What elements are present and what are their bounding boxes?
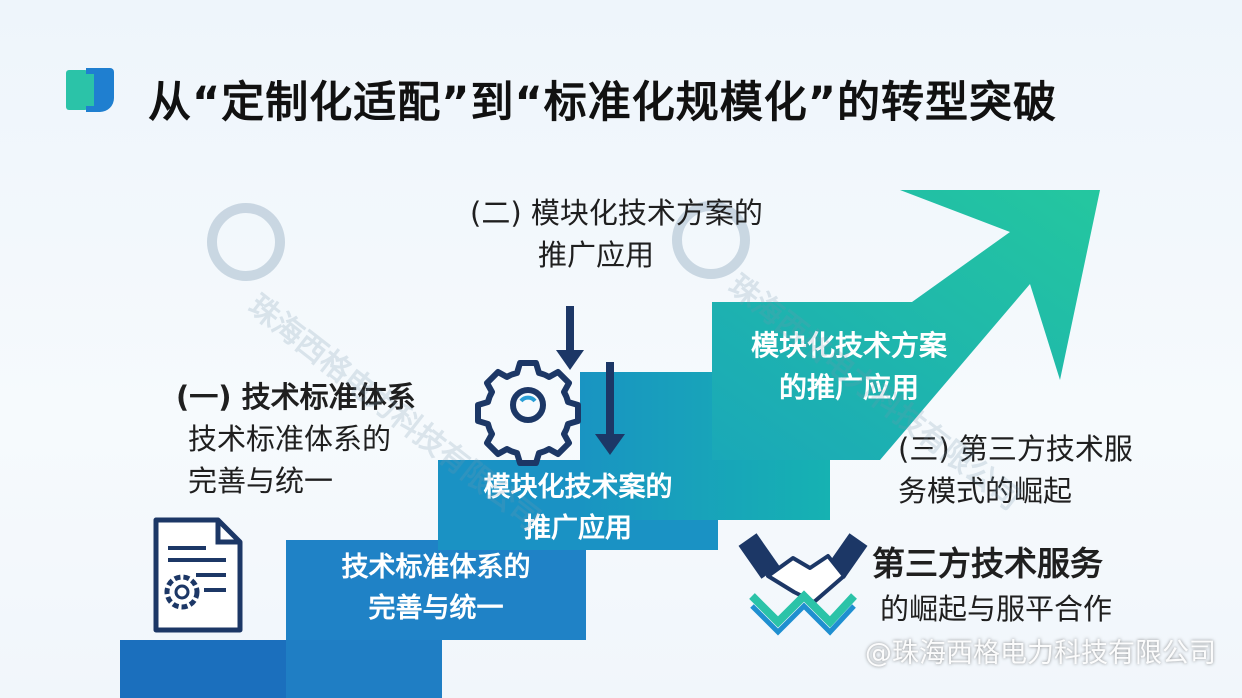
bottom-watermark: @珠海西格电力科技有限公司 [865, 638, 1216, 669]
page-title: 从“定制化适配”到“标准化规模化”的转型突破 [148, 78, 1058, 128]
caption-three-line2: 务模式的崛起 [898, 474, 1073, 509]
caption-four-line2: 的崛起与服平合作 [880, 591, 1113, 626]
caption-three: (三) 第三方技术服 务模式的崛起 [898, 428, 1133, 512]
caption-one-line1: 技术标准体系的 [188, 422, 392, 457]
step-1-line2: 完善与统一 [368, 592, 504, 624]
caption-three-line1: (三) 第三方技术服 [898, 432, 1133, 466]
caption-two: (二) 模块化技术方案的 推广应用 [470, 192, 763, 276]
caption-four-head: 第三方技术服务 [872, 544, 1103, 583]
caption-two-line2: 推广应用 [538, 238, 655, 273]
handshake-icon [738, 533, 868, 636]
caption-two-line1: (二) 模块化技术方案的 [470, 196, 763, 230]
caption-one: (一) 技术标准体系 技术标准体系的 完善与统一 [176, 376, 416, 502]
step-2-label: 模块化技术案的 推广应用 [440, 468, 716, 549]
step-1-label: 技术标准体系的 完善与统一 [286, 548, 586, 629]
growth-arrow [712, 190, 1100, 460]
logo-watermark [207, 201, 750, 281]
gear-icon [475, 360, 581, 466]
step-1-line1: 技术标准体系的 [341, 552, 531, 583]
step-3-line2: 的推广应用 [778, 371, 919, 404]
caption-one-head: (一) 技术标准体系 [176, 380, 416, 414]
step-3-label: 模块化技术方案 的推广应用 [714, 325, 984, 409]
caption-four: 第三方技术服务 的崛起与服平合作 [872, 540, 1112, 630]
step-2-line1: 模块化技术案的 [483, 472, 673, 503]
document-gear-icon [153, 517, 243, 633]
step-2-line2: 推广应用 [524, 512, 632, 544]
caption-one-line2: 完善与统一 [188, 464, 334, 499]
step-3-line1: 模块化技术方案 [750, 329, 947, 362]
down-arrow-icon [556, 306, 625, 455]
title-bracket-icon [66, 68, 114, 112]
